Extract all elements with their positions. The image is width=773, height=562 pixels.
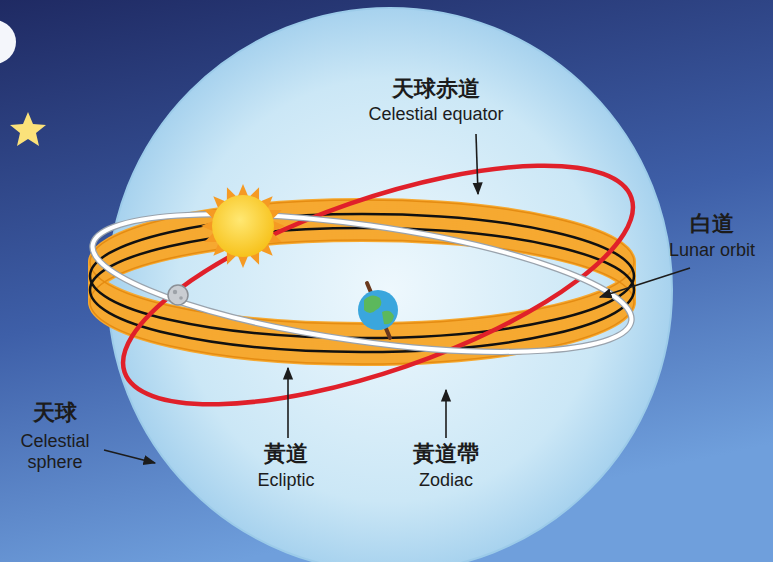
earth [358,283,398,338]
moon [168,285,188,305]
lunar-orbit-line [85,188,640,379]
english-label: Celestial sphere [7,431,103,472]
chinese-label: 黃道帶 [413,441,479,466]
celestial-equator-line [97,116,660,453]
chinese-label: 黃道 [264,441,308,466]
chinese-label: 白道 [690,211,734,236]
moon-corner [0,20,16,64]
lunar-orbit-outline [85,188,640,379]
ecliptic-line [90,214,634,338]
chinese-label: 天球 [33,400,77,425]
english-label: Lunar orbit [669,240,755,261]
english-label: Celestial equator [368,104,503,125]
celestial-sphere [108,8,672,562]
chinese-label: 天球赤道 [392,76,480,101]
leader-lines [104,134,690,463]
ecliptic-line [90,228,634,352]
english-label: Ecliptic [257,470,314,491]
star [10,112,46,146]
english-label: Zodiac [419,470,473,491]
sun [201,184,285,268]
